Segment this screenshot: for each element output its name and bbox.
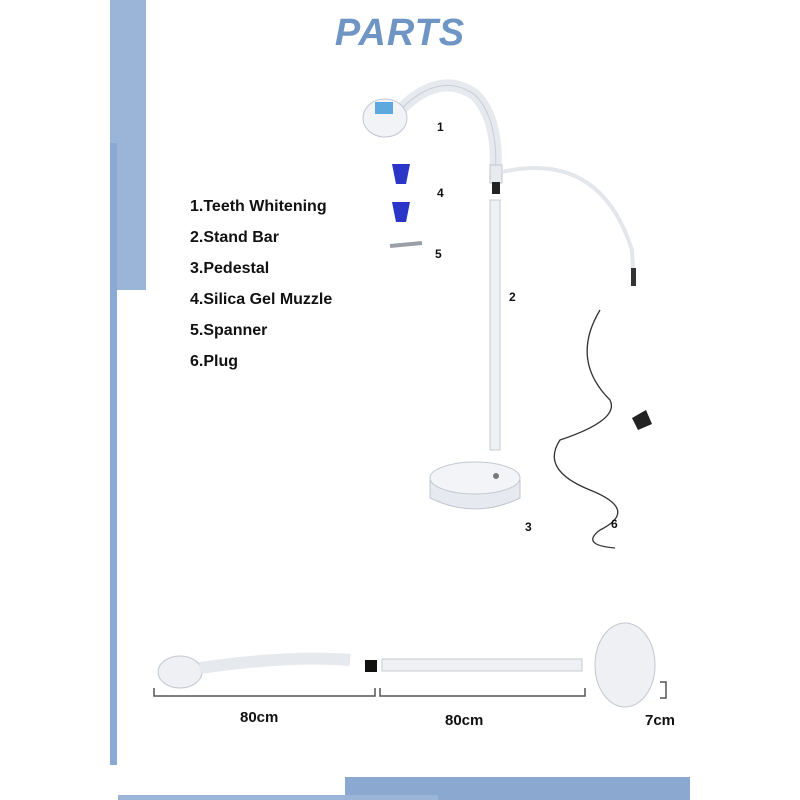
bottom-accent-bar: [345, 777, 690, 800]
assembled-lamp-side-view: [157, 622, 656, 708]
parts-list-item: 6.Plug: [190, 353, 239, 370]
parts-list-item: 5.Spanner: [190, 322, 268, 339]
page-title: PARTS: [334, 12, 466, 54]
stand-bar: [489, 199, 501, 451]
teeth-whitening-lamp: [362, 79, 636, 286]
callout-1: 1: [437, 120, 444, 134]
callout-5: 5: [435, 247, 442, 261]
spanner-icon: [389, 241, 423, 248]
parts-list-item: 4.Silica Gel Muzzle: [190, 291, 333, 308]
callout-6: 6: [611, 517, 618, 531]
left-accent-line: [110, 143, 117, 765]
dimension-arm: 80cm: [240, 709, 279, 726]
callout-3: 3: [525, 520, 532, 534]
callout-4: 4: [437, 186, 444, 200]
parts-list-item: 1.Teeth Whitening: [190, 198, 327, 215]
parts-list: 1.Teeth Whitening 2.Stand Bar 3.Pedestal…: [190, 198, 332, 384]
callout-2: 2: [509, 290, 516, 304]
pedestal: [429, 461, 521, 510]
parts-list-item: 2.Stand Bar: [190, 229, 279, 246]
silica-gel-muzzle-icon: [392, 164, 410, 184]
bottom-accent-line: [118, 795, 438, 800]
parts-list-item: 3.Pedestal: [190, 260, 270, 277]
dimension-pedestal: 7cm: [645, 712, 676, 729]
silica-gel-muzzle-icon: [392, 202, 410, 222]
plug-icon: [632, 410, 652, 430]
plug-cable: [553, 309, 619, 549]
dimension-brackets: [153, 681, 667, 699]
dimension-bar: 80cm: [445, 712, 484, 729]
